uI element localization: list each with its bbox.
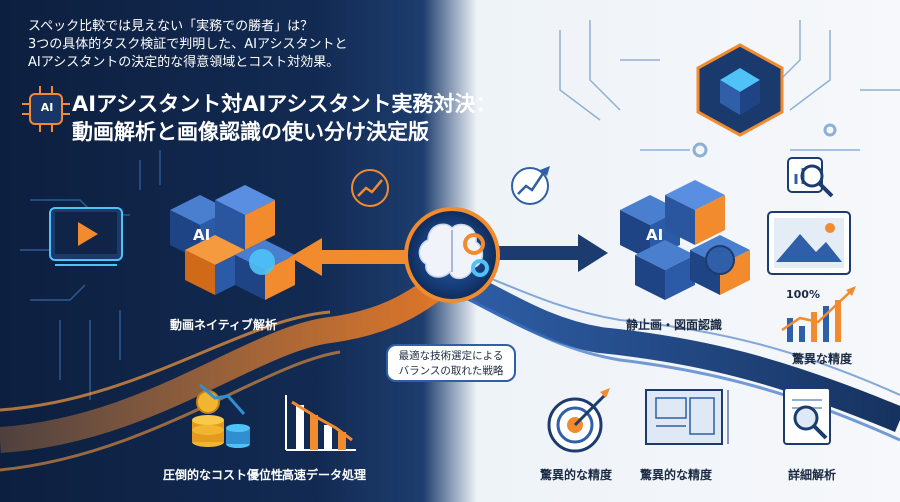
growth-chart-icon-left — [351, 169, 389, 207]
cost-label: 圧倒的なコスト優位性 — [163, 468, 284, 482]
coin-stack-icon — [192, 383, 250, 448]
declining-chart-icon — [285, 395, 356, 451]
right-arrow — [498, 234, 608, 272]
circuit-lines-right — [559, 20, 900, 151]
intro-line-1: スペック比較では見えない「実務での勝者」は？ — [28, 19, 314, 34]
picture-icon — [767, 211, 851, 275]
page-title: AIアシスタント対AIアシスタント実務対決： 動画解析と画像認識の使い分け決定版 — [72, 90, 496, 146]
intro-line-3: AIアシスタントの決定的な得意領域とコスト対効果。 — [28, 55, 340, 70]
strategy-line-2: バランスの取れた戦略 — [398, 365, 504, 377]
detail-label: 詳細解析 — [788, 468, 837, 482]
blueprint-icon — [645, 389, 729, 445]
accuracy-top-label: 驚異な精度 — [792, 352, 853, 366]
circuit-lines-left — [20, 150, 161, 400]
percent-label: 100% — [786, 288, 820, 301]
intro-line-2: 3つの具体的タスク検証で判明した、AIアシスタントと — [28, 37, 348, 52]
magnifier-chart-icon — [787, 157, 834, 198]
ai-chip-icon — [22, 86, 70, 132]
left-cube-ai-label: AI — [193, 226, 211, 244]
strategy-line-1: 最適な技術選定による — [398, 350, 504, 362]
strategy-pill: 最適な技術選定による バランスの取れた戦略 — [386, 344, 516, 382]
document-magnifier-icon — [783, 387, 831, 445]
fast-data-label: 高速データ処理 — [282, 468, 367, 482]
ai-chip-label: AI — [40, 101, 54, 114]
still-image-label: 静止画・図面認識 — [626, 318, 723, 332]
intro-text: スペック比較では見えない「実務での勝者」は？ 3つの具体的タスク検証で判明した、… — [28, 18, 458, 72]
left-arrow — [290, 238, 408, 276]
brain-hub-icon — [404, 207, 500, 303]
video-native-label: 動画ネイティブ解析 — [170, 318, 278, 332]
accuracy-chart-icon — [781, 286, 856, 342]
accuracy-target-label: 驚異的な精度 — [540, 468, 613, 482]
left-ai-cube-cluster — [170, 185, 295, 300]
target-icon — [547, 388, 610, 453]
orange-data-stream — [0, 269, 454, 472]
growth-chart-icon-right — [511, 166, 550, 205]
right-ai-cube-cluster — [620, 180, 750, 300]
video-player-icon — [49, 207, 123, 266]
gear-icon — [692, 123, 837, 158]
title-line-1: AIアシスタント対AIアシスタント実務対決： — [72, 92, 497, 116]
title-line-2: 動画解析と画像認識の使い分け決定版 — [72, 120, 429, 144]
right-cube-ai-label: AI — [646, 226, 664, 244]
accuracy-blueprint-label: 驚異的な精度 — [640, 468, 713, 482]
top-hexagon-cube — [696, 43, 784, 137]
